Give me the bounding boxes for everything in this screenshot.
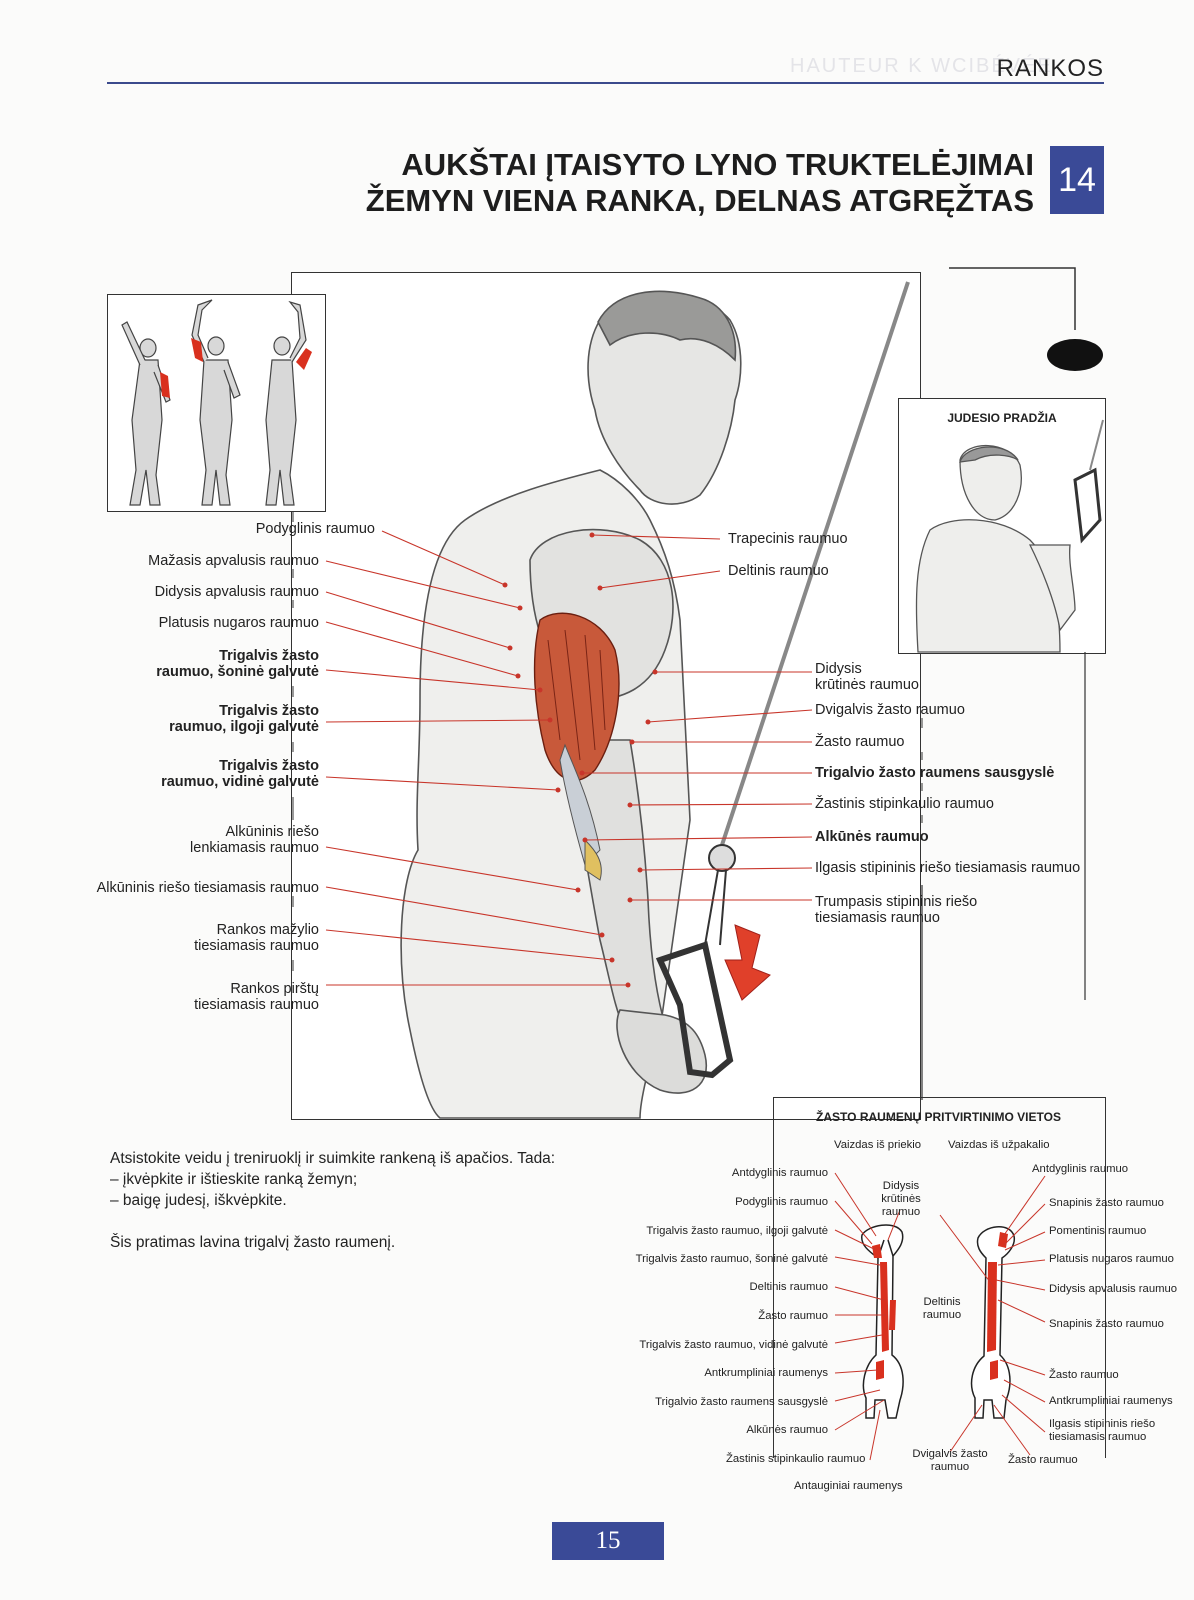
attach-left-10: Žastinis stipinkaulio raumuo	[726, 1453, 866, 1465]
attachment-box	[773, 1097, 1106, 1458]
attach-left-1: Podyglinis raumuo	[735, 1196, 828, 1208]
down-arrow-icon	[724, 924, 771, 1001]
exercise-number-badge: 14	[1050, 146, 1104, 214]
instruction-line-4: Šis pratimas lavina trigalvį žasto raume…	[110, 1234, 396, 1251]
attach-left-3: Trigalvis žasto raumuo, šoninė galvutė	[635, 1253, 828, 1265]
title-line-2: ŽEMYN VIENA RANKA, DELNAS ATGRĘŽTAS	[365, 183, 1034, 218]
front-view-label: Vaizdas iš priekio	[834, 1139, 922, 1151]
attachment-title: ŽASTO RAUMENŲ PRITVIRTINIMO VIETOS	[816, 1110, 1061, 1124]
thumb-muscle-2	[191, 338, 203, 362]
section-title: RANKOS	[996, 55, 1104, 82]
page-number: 15	[552, 1522, 664, 1560]
cable-handle-icon	[655, 844, 736, 1079]
start-position-title: JUDESIO PRADŽIA	[947, 411, 1057, 425]
attach-left-5: Žasto raumuo	[758, 1310, 828, 1322]
attach-right-6: Žasto raumuo	[1049, 1369, 1119, 1381]
label-podyglinis: Podyglinis raumuo	[255, 521, 375, 537]
attach-right-4: Didysis apvalusis raumuo	[1049, 1283, 1178, 1295]
exercise-title: AUKŠTAI ĮTAISYTO LYNO TRUKTELĖJIMAI ŽEMY…	[366, 147, 1034, 219]
body-figures-icon	[121, 299, 307, 506]
attach-left-9: Alkūnės raumuo	[746, 1424, 828, 1436]
label-trigalvio-sausgysle: Trigalvio žasto raumens sausgyslė	[815, 765, 1055, 781]
instructions: Atsistokite veidu į treniruoklį ir suimk…	[110, 1148, 555, 1253]
attach-right-5: Snapinis žasto raumuo	[1049, 1318, 1164, 1330]
start-position-figure	[915, 419, 1104, 653]
attach-left-4: Deltinis raumuo	[749, 1281, 828, 1293]
attach-right-2: Pomentinis raumuo	[1049, 1225, 1147, 1237]
label-dvigalvis: Dvigalvis žasto raumuo	[815, 702, 965, 718]
attach-left-7: Antkrumpliniai raumenys	[704, 1367, 828, 1379]
label-didysis-apvalusis: Didysis apvalusis raumuo	[154, 584, 319, 600]
triceps-highlight	[533, 612, 620, 781]
label-ilgasis-stipininis: Ilgasis stipininis riešo tiesiamasis rau…	[815, 860, 1081, 876]
leader-lines-attach	[834, 1172, 1046, 1461]
attach-left-2: Trigalvis žasto raumuo, ilgoji galvutė	[646, 1225, 828, 1237]
leader-dots-main	[502, 532, 658, 988]
label-platusis-nugaros: Platusis nugaros raumuo	[158, 615, 319, 631]
thumb-muscle-3	[296, 348, 312, 370]
label-zasto-raumuo: Žasto raumuo	[815, 734, 905, 750]
instruction-line-2: – įkvėpkite ir ištieskite ranką žemyn;	[110, 1171, 358, 1188]
cable-line	[720, 281, 910, 846]
attach-right-1: Snapinis žasto raumuo	[1049, 1197, 1164, 1209]
label-alkunes-raumuo: Alkūnės raumuo	[815, 829, 929, 845]
title-line-1: AUKŠTAI ĮTAISYTO LYNO TRUKTELĖJIMAI	[401, 147, 1034, 182]
label-alkuninis-tiesiamasis: Alkūninis riešo tiesiamasis raumuo	[96, 880, 319, 896]
label-zastinis-stipinkaulio: Žastinis stipinkaulio raumuo	[815, 796, 994, 812]
header-rule	[107, 82, 1104, 84]
thumb-muscle-1	[160, 372, 170, 398]
pulley-icon	[1047, 339, 1103, 371]
attach-bottom-right: Žasto raumuo	[1008, 1454, 1078, 1466]
attach-bottom-left: Antauginiai raumenys	[794, 1480, 903, 1492]
back-view-label: Vaizdas iš užpakalio	[948, 1139, 1050, 1151]
instruction-line-1: Atsistokite veidu į treniruoklį ir suimk…	[110, 1150, 556, 1167]
ghost-heading: HAUTEUR K WCIBÉVÉE	[790, 55, 1053, 77]
attach-left-8: Trigalvio žasto raumens sausgyslė	[655, 1396, 828, 1408]
label-trapecinis: Trapecinis raumuo	[728, 531, 848, 547]
attach-left-6: Trigalvis žasto raumuo, vidinė galvutė	[639, 1339, 828, 1351]
label-mazasis-apvalusis: Mažasis apvalusis raumuo	[148, 553, 319, 569]
cable-guide-line	[949, 267, 1076, 330]
attach-left-0: Antdyglinis raumuo	[731, 1167, 828, 1179]
instruction-line-3: – baigę judesį, iškvėpkite.	[110, 1192, 287, 1209]
attach-right-0: Antdyglinis raumuo	[1032, 1163, 1129, 1175]
leader-lines-main	[325, 530, 813, 986]
label-deltinis: Deltinis raumuo	[728, 563, 829, 579]
attach-right-7: Antkrumpliniai raumenys	[1049, 1395, 1173, 1407]
attach-right-3: Platusis nugaros raumuo	[1049, 1253, 1174, 1265]
